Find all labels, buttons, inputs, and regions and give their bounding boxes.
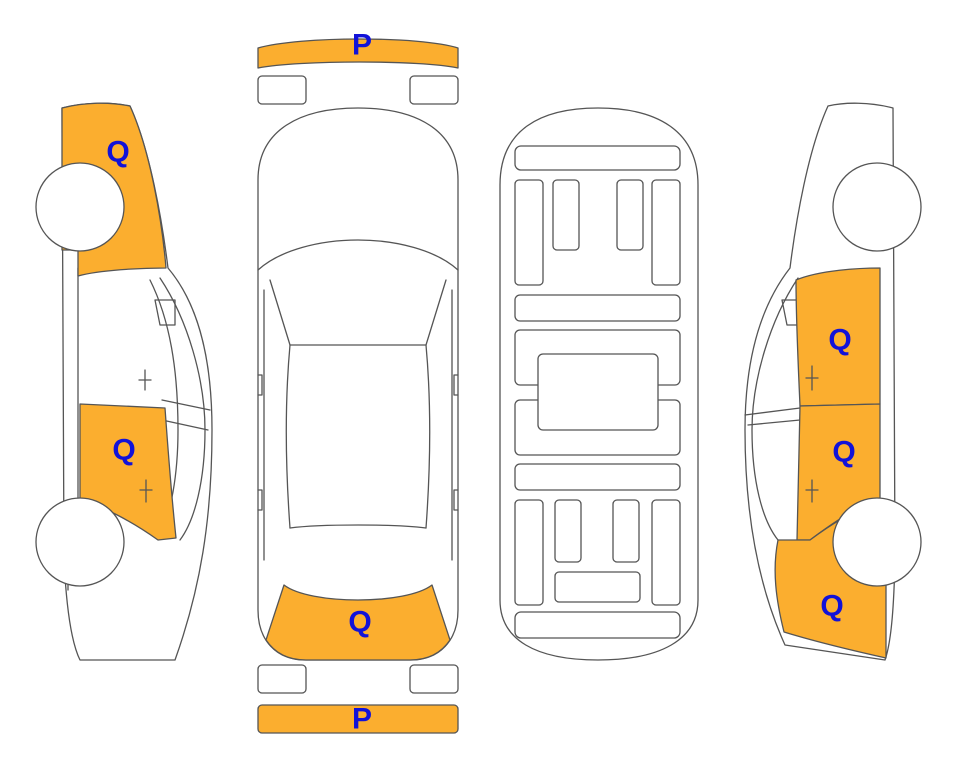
right-rear-door-label: Q [832, 436, 855, 469]
left-rear-door-label: Q [112, 434, 135, 467]
right-headlight [409, 75, 459, 105]
right-front-door-label: Q [828, 324, 851, 357]
right-rear-wheel [832, 497, 922, 587]
rear-window-label: Q [348, 606, 371, 639]
rear-bumper-panel [257, 704, 459, 734]
left-front-wheel [35, 162, 125, 252]
front-bumper-label: P [352, 29, 372, 62]
left-taillight [257, 664, 307, 694]
left-side-view: Q Q [35, 102, 213, 661]
left-front-fender-label: Q [106, 136, 129, 169]
underside-view [499, 107, 699, 661]
right-rear-quarter-label: Q [820, 590, 843, 623]
left-headlight [257, 75, 307, 105]
rear-window-panel [265, 584, 451, 661]
right-front-wheel [832, 162, 922, 252]
rear-bumper-label: P [352, 703, 372, 736]
front-bumper-panel [257, 38, 459, 69]
top-view: P Q P [257, 29, 459, 736]
right-side-view: Q Q Q [744, 102, 922, 661]
left-rear-wheel [35, 497, 125, 587]
right-taillight [409, 664, 459, 694]
